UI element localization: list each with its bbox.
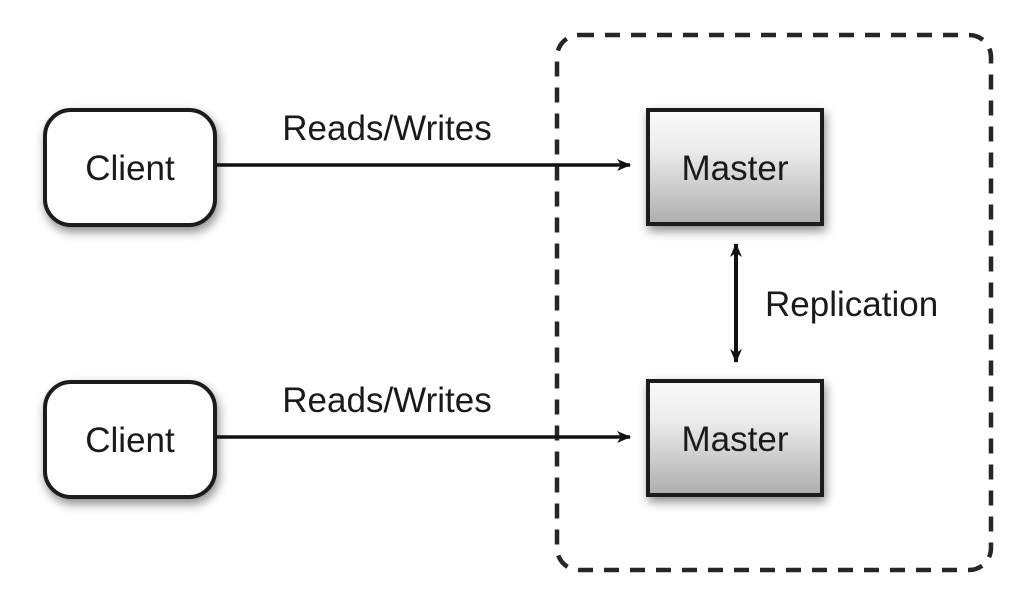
node-client-top[interactable]: Client xyxy=(43,108,217,227)
edge-label-reads-writes-top: Reads/Writes xyxy=(282,109,491,148)
master-top-shape xyxy=(646,108,824,226)
replication-cluster-boundary xyxy=(554,32,994,573)
node-master-top[interactable]: Master xyxy=(646,108,824,226)
master-bottom-label: Master xyxy=(682,420,789,459)
node-client-bottom[interactable]: Client xyxy=(43,380,217,499)
master-bottom-shape xyxy=(646,379,824,497)
client-bottom-shape xyxy=(43,380,217,499)
client-bottom-label: Client xyxy=(85,421,175,460)
master-top-label: Master xyxy=(682,149,789,188)
edge-label-reads-writes-bottom: Reads/Writes xyxy=(282,381,491,420)
edge-label-replication: Replication xyxy=(765,285,938,324)
node-master-bottom[interactable]: Master xyxy=(646,379,824,497)
client-top-label: Client xyxy=(85,149,175,188)
client-top-shape xyxy=(43,108,217,227)
